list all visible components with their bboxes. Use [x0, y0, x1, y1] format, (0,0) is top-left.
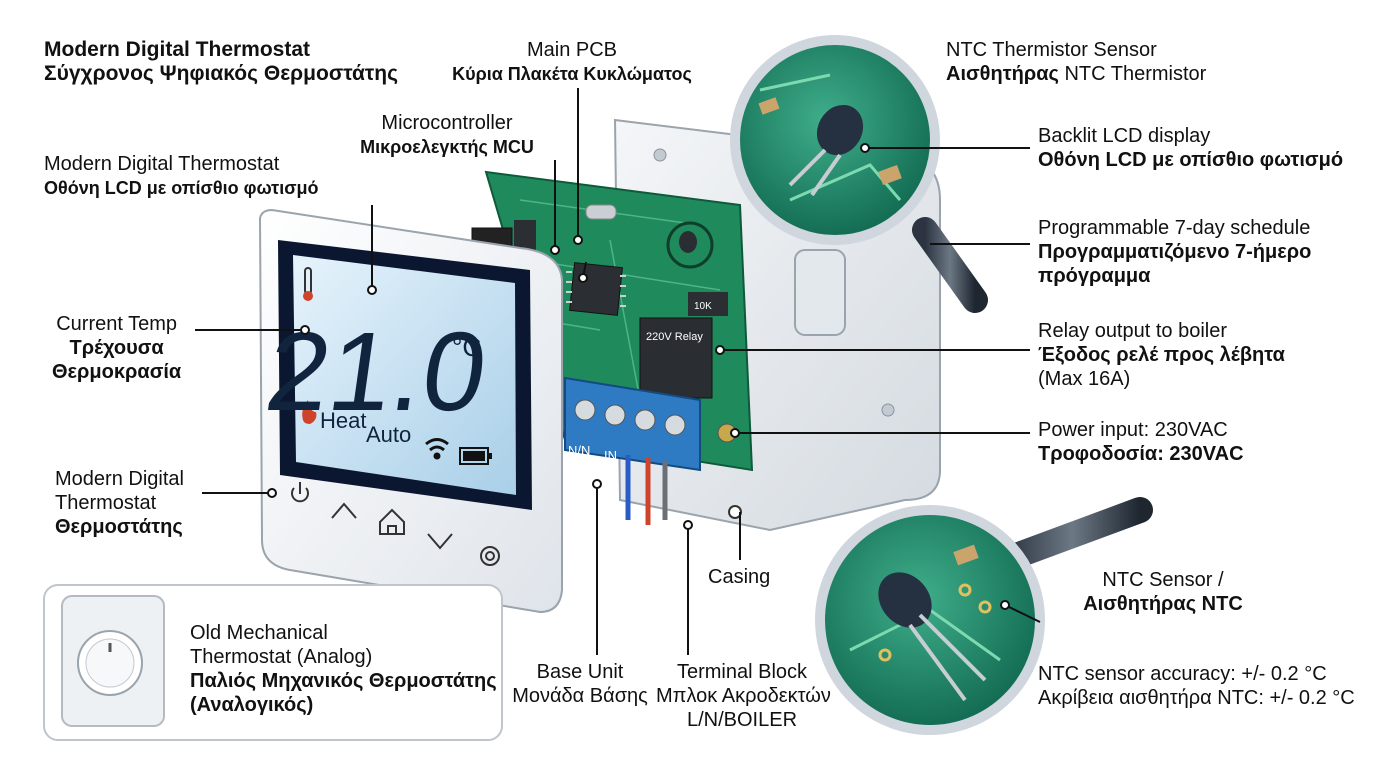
- relay: 220V Relay: [639, 317, 713, 399]
- callout-backlit: Backlit LCD display Οθόνη LCD με οπίσθιο…: [1038, 124, 1343, 172]
- old-thermostat-panel: [43, 584, 503, 741]
- thermometer-icon: [303, 267, 313, 301]
- relay-label: 220V Relay: [646, 331, 703, 343]
- ntc-top-en: NTC Thermistor Sensor: [946, 39, 1157, 61]
- magnifier-icon: [730, 35, 988, 313]
- old-en2: Thermostat (Analog): [190, 646, 373, 668]
- current-temp-el2: Θερμοκρασία: [52, 361, 182, 383]
- callout-main-pcb: Main PCB Κύρια Πλακέτα Κυκλώματος: [448, 38, 696, 86]
- callout-lcd-left: Modern Digital Thermostat Οθόνη LCD με ο…: [44, 152, 319, 200]
- mcu-en: Microcontroller: [381, 112, 513, 134]
- terminal-block: N/N IN: [564, 376, 701, 525]
- title-el: Σύγχρονος Ψηφιακός Θερμοστάτης: [44, 62, 399, 85]
- current-temp-el1: Τρέχουσα: [69, 337, 164, 359]
- callout-ntc-top: NTC Thermistor Sensor Αισθητήρας NTC The…: [946, 38, 1206, 86]
- callout-ntc-sensor: NTC Sensor / Αισθητήρας NTC: [1078, 568, 1248, 616]
- terminal-in-label: IN: [604, 448, 617, 463]
- front-el: Θερμοστάτης: [55, 516, 183, 538]
- schedule-el1: Προγραμματιζόμενο 7-ήμερο: [1038, 241, 1312, 263]
- lcd-mode: Heat: [320, 408, 366, 433]
- chevron-down-icon[interactable]: [427, 533, 453, 550]
- ntc-sensor-el: Αισθητήρας NTC: [1083, 593, 1243, 615]
- old-thermostat-label: Old Mechanical Thermostat (Analog) Παλιό…: [190, 621, 497, 717]
- old-el2: (Αναλογικός): [190, 694, 314, 716]
- power-en: Power input: 230VAC: [1038, 419, 1228, 441]
- chevron-up-icon[interactable]: [331, 502, 357, 519]
- power-icon[interactable]: [291, 482, 309, 503]
- old-el1: Παλιός Μηχανικός Θερμοστάτης: [190, 670, 497, 692]
- schedule-el2: πρόγραμμα: [1038, 265, 1151, 287]
- callout-power: Power input: 230VAC Τροφοδοσία: 230VAC: [1038, 418, 1244, 466]
- ntc-top-el-bold: Αισθητήρας: [946, 63, 1059, 85]
- front-en1: Modern Digital: [55, 468, 184, 490]
- lcd-left-el: Οθόνη LCD με οπίσθιο φωτισμό: [44, 178, 319, 198]
- ntc-top-el-rest: NTC Thermistor: [1058, 63, 1207, 85]
- lcd-left-en: Modern Digital Thermostat: [44, 153, 280, 175]
- base-unit-en: Base Unit: [536, 661, 624, 683]
- callout-mcu: Microcontroller Μικροελεγκτής MCU: [356, 111, 538, 159]
- callout-terminal-block: Terminal Block Μπλοκ Ακροδεκτών L/N/BOIL…: [656, 660, 831, 732]
- gear-icon[interactable]: [480, 546, 500, 566]
- callout-casing: Casing: [708, 565, 770, 589]
- old-en1: Old Mechanical: [190, 622, 328, 644]
- wifi-icon: [425, 438, 449, 460]
- lcd-unit: °C: [452, 332, 481, 362]
- accuracy-en: NTC sensor accuracy: +/- 0.2 °C: [1038, 663, 1327, 685]
- page-title: Modern Digital Thermostat Σύγχρονος Ψηφι…: [44, 38, 398, 86]
- lcd-program: Auto: [366, 422, 411, 447]
- casing-en: Casing: [708, 566, 771, 588]
- title-en: Modern Digital Thermostat: [44, 38, 311, 61]
- callout-accuracy: NTC sensor accuracy: +/- 0.2 °C Ακρίβεια…: [1038, 662, 1355, 710]
- thermostat-front: 21.0 °C Heat Auto: [258, 208, 563, 614]
- battery-icon: [459, 447, 492, 465]
- base-unit-el: Μονάδα Βάσης: [512, 685, 648, 707]
- relay-el: Έξοδος ρελέ προς λέβητα: [1038, 344, 1285, 366]
- power-el: Τροφοδοσία: 230VAC: [1038, 443, 1244, 465]
- terminal-sub: L/N/BOILER: [686, 709, 798, 731]
- main-pcb-en: Main PCB: [526, 39, 618, 61]
- relay-note: (Max 16A): [1038, 368, 1131, 390]
- backlit-en: Backlit LCD display: [1038, 125, 1211, 147]
- callout-base-unit: Base Unit Μονάδα Βάσης: [512, 660, 648, 708]
- accuracy-el: Ακρίβεια αισθητήρα NTC: +/- 0.2 °C: [1038, 687, 1355, 709]
- home-icon[interactable]: [379, 508, 405, 535]
- magnifier-icon: [815, 497, 1153, 735]
- terminal-el: Μπλοκ Ακροδεκτών: [656, 685, 831, 707]
- callout-front-buttons: Modern Digital Thermostat Θερμοστάτης: [55, 467, 184, 539]
- lcd-temperature: 21.0: [259, 308, 495, 433]
- callout-relay: Relay output to boiler Έξοδος ρελέ προς …: [1038, 319, 1285, 391]
- callout-lines: [195, 88, 1041, 655]
- terminal-en: Terminal Block: [676, 661, 808, 683]
- flame-icon: [302, 400, 317, 424]
- chip-label: 10K: [694, 301, 712, 312]
- mcu-chip: [566, 262, 626, 316]
- backlit-el: Οθόνη LCD με οπίσθιο φωτισμό: [1038, 149, 1344, 171]
- front-en2: Thermostat: [55, 492, 157, 514]
- callout-current-temp: Current Temp Τρέχουσα Θερμοκρασία: [52, 312, 181, 384]
- callout-schedule: Programmable 7-day schedule Προγραμματιζ…: [1038, 216, 1311, 288]
- schedule-en: Programmable 7-day schedule: [1038, 217, 1311, 239]
- main-pcb-el: Κύρια Πλακέτα Κυκλώματος: [452, 64, 692, 84]
- terminal-n-label: N/N: [568, 443, 590, 458]
- relay-en: Relay output to boiler: [1038, 320, 1228, 342]
- ntc-sensor-en: NTC Sensor /: [1102, 569, 1224, 591]
- current-temp-en: Current Temp: [56, 313, 178, 335]
- ntc-top-el-line: Αισθητήρας NTC Thermistor: [946, 62, 1206, 86]
- mcu-el: Μικροελεγκτής MCU: [360, 137, 534, 157]
